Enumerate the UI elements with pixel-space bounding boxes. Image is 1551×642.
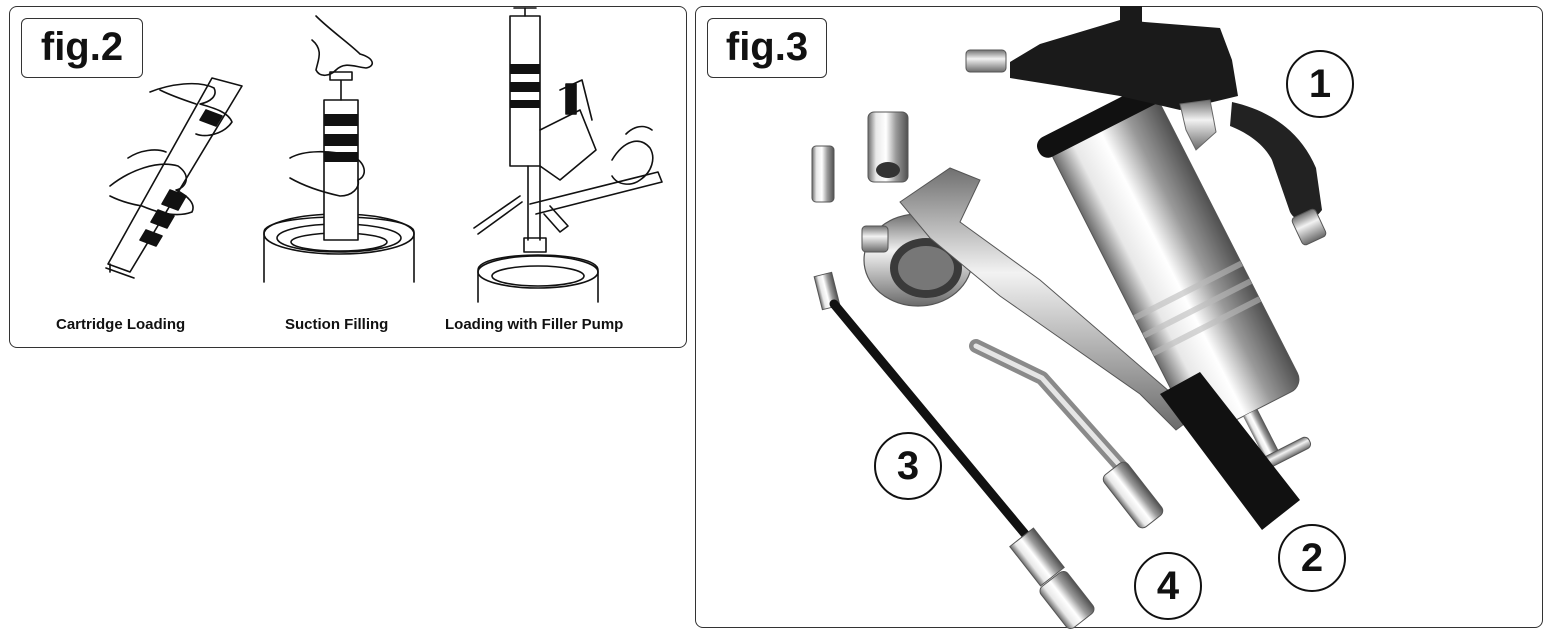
fig3-label: fig.3 bbox=[707, 18, 827, 78]
fig2-illustrations bbox=[105, 7, 663, 303]
callout-1: 1 bbox=[1286, 50, 1354, 118]
callout-4: 4 bbox=[1134, 552, 1202, 620]
filler-pump-illustration bbox=[473, 7, 663, 303]
cartridge-loading-illustration bbox=[105, 77, 243, 279]
callout-2: 2 bbox=[1278, 524, 1346, 592]
callout-3: 3 bbox=[874, 432, 942, 500]
grease-gun-barrel bbox=[1037, 81, 1312, 482]
caption-suction-filling: Suction Filling bbox=[285, 316, 389, 333]
suction-filling-illustration bbox=[263, 15, 415, 283]
caption-filler-pump: Loading with Filler Pump bbox=[445, 316, 624, 333]
air-couplers bbox=[811, 111, 909, 203]
gun-head bbox=[965, 6, 1327, 246]
caption-cartridge-loading: Cartridge Loading bbox=[56, 316, 186, 333]
rigid-extension bbox=[969, 339, 1164, 529]
fig2-label: fig.2 bbox=[21, 18, 143, 78]
lever-handle bbox=[861, 167, 1300, 530]
flexible-hose bbox=[813, 271, 1095, 630]
